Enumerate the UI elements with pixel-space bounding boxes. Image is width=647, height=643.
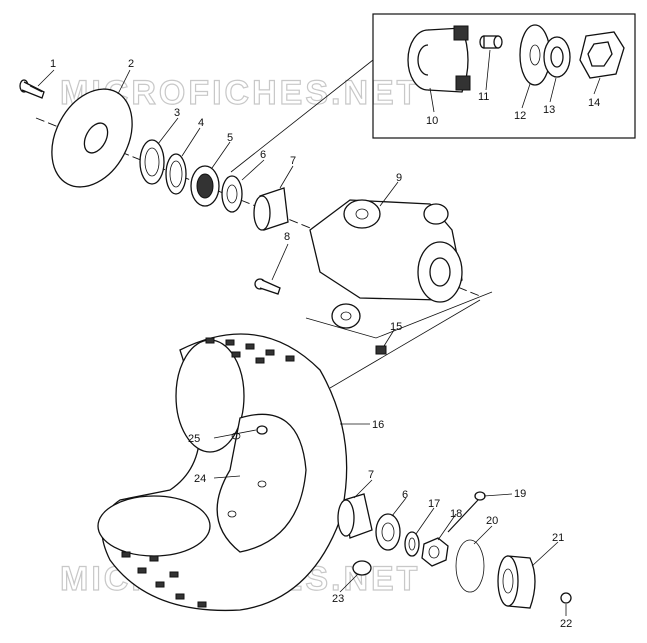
callout-13: 13 bbox=[543, 104, 555, 116]
callout-2: 2 bbox=[128, 58, 134, 70]
callout-14: 14 bbox=[588, 97, 600, 109]
part-15-grease-fitting[interactable] bbox=[375, 345, 387, 355]
part-18-castle-nut[interactable] bbox=[421, 537, 449, 567]
callout-24: 24 bbox=[194, 473, 206, 485]
part-17-washer[interactable] bbox=[404, 531, 420, 557]
part-9-hub-housing[interactable] bbox=[309, 199, 463, 329]
part-1-bolt[interactable] bbox=[19, 79, 45, 99]
part-21-hub-cap[interactable] bbox=[497, 555, 536, 609]
callout-17: 17 bbox=[428, 498, 440, 510]
part-24-wheel-rim[interactable] bbox=[216, 413, 307, 553]
callout-16: 16 bbox=[372, 419, 384, 431]
part-6-bearing-lower[interactable] bbox=[375, 513, 401, 551]
part-5-bearing-race[interactable] bbox=[190, 165, 220, 207]
part-19-cotter-pin[interactable] bbox=[447, 491, 486, 533]
part-3-seal[interactable] bbox=[139, 139, 165, 185]
part-13-spacer[interactable] bbox=[543, 36, 571, 78]
part-6-bearing-upper[interactable] bbox=[221, 175, 243, 213]
callout-7-lower: 7 bbox=[368, 469, 374, 481]
part-22-screw[interactable] bbox=[560, 592, 572, 604]
callout-labels: 1 2 3 4 5 6 7 8 9 10 11 12 13 14 15 16 2… bbox=[50, 58, 600, 630]
callout-6: 6 bbox=[260, 149, 266, 161]
wheel-guide-line bbox=[329, 299, 481, 389]
callout-19: 19 bbox=[514, 488, 526, 500]
leader-lines bbox=[37, 49, 601, 616]
callout-7: 7 bbox=[290, 155, 296, 167]
inset-leader-line bbox=[230, 59, 374, 173]
callout-25: 25 bbox=[188, 433, 200, 445]
callout-21: 21 bbox=[552, 532, 564, 544]
inset-frame bbox=[372, 13, 636, 139]
callout-10: 10 bbox=[426, 115, 438, 127]
callout-3: 3 bbox=[174, 107, 180, 119]
callout-20: 20 bbox=[486, 515, 498, 527]
part-20-o-ring[interactable] bbox=[455, 539, 485, 593]
callout-22: 22 bbox=[560, 618, 572, 630]
callout-5: 5 bbox=[227, 132, 233, 144]
callout-18: 18 bbox=[450, 508, 462, 520]
callout-23: 23 bbox=[332, 593, 344, 605]
part-16-tire[interactable] bbox=[97, 333, 348, 612]
callout-11: 11 bbox=[478, 91, 489, 103]
part-25-valve-stem[interactable] bbox=[256, 425, 268, 435]
part-12-washer[interactable] bbox=[519, 24, 551, 86]
part-7-bearing-cup-lower[interactable] bbox=[337, 493, 373, 539]
callout-6-lower: 6 bbox=[402, 489, 408, 501]
part-8-screw[interactable] bbox=[254, 278, 281, 295]
callout-4: 4 bbox=[198, 117, 204, 129]
callout-9: 9 bbox=[396, 172, 402, 184]
part-7-bearing-cup-upper[interactable] bbox=[253, 187, 289, 231]
part-23-grease-cap[interactable] bbox=[352, 560, 372, 576]
callout-8: 8 bbox=[284, 231, 290, 243]
hub-guide-line bbox=[305, 291, 493, 339]
callout-1: 1 bbox=[50, 58, 56, 70]
part-4-ring[interactable] bbox=[165, 153, 187, 195]
part-14-nut[interactable] bbox=[579, 31, 625, 79]
callout-15: 15 bbox=[390, 321, 402, 333]
part-10-brake-drum[interactable] bbox=[407, 25, 471, 93]
part-2-brake-disc[interactable] bbox=[36, 75, 148, 201]
part-11-pin[interactable] bbox=[479, 35, 503, 49]
callout-12: 12 bbox=[514, 110, 526, 122]
